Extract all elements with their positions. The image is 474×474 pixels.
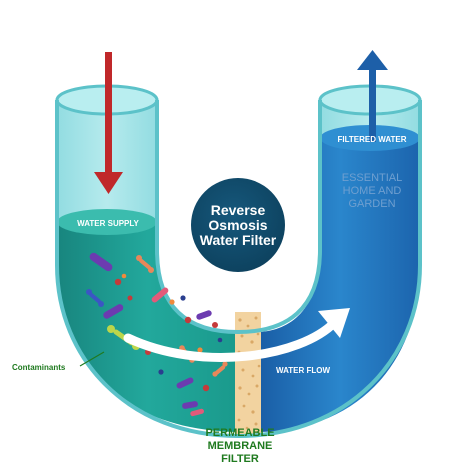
- dirty-water-surface: [57, 209, 157, 235]
- contaminants-label: Contaminants: [12, 363, 66, 372]
- membrane-texture: [237, 316, 261, 430]
- title-line-1: Reverse: [211, 202, 266, 218]
- contaminants-pointer: [79, 351, 105, 367]
- curved-arrow-right-icon: [123, 317, 340, 362]
- watermark-line-1: ESSENTIAL: [342, 172, 403, 184]
- water-flow-label: WATER FLOW: [276, 366, 331, 375]
- title-circle: [191, 178, 285, 272]
- clean-water: [260, 138, 420, 432]
- watermark-line-2: HOME AND: [343, 185, 402, 197]
- curved-arrow-head: [318, 308, 350, 338]
- title-line-2: Osmosis: [208, 217, 267, 233]
- title-line-3: Water Filter: [200, 232, 277, 248]
- u-tube-outline: [55, 100, 422, 439]
- membrane-label-line-1: PERMEABLE: [205, 427, 274, 439]
- water-supply-label: WATER SUPPLY: [77, 219, 139, 228]
- membrane-label-line-3: FILTER: [221, 453, 259, 465]
- filtered-water-label: FILTERED WATER: [337, 135, 406, 144]
- arrow-up-icon: [357, 50, 388, 142]
- membrane-label-line-2: MEMBRANE: [208, 440, 273, 452]
- watermark-line-3: GARDEN: [348, 198, 395, 210]
- arrow-down-icon: [94, 52, 123, 194]
